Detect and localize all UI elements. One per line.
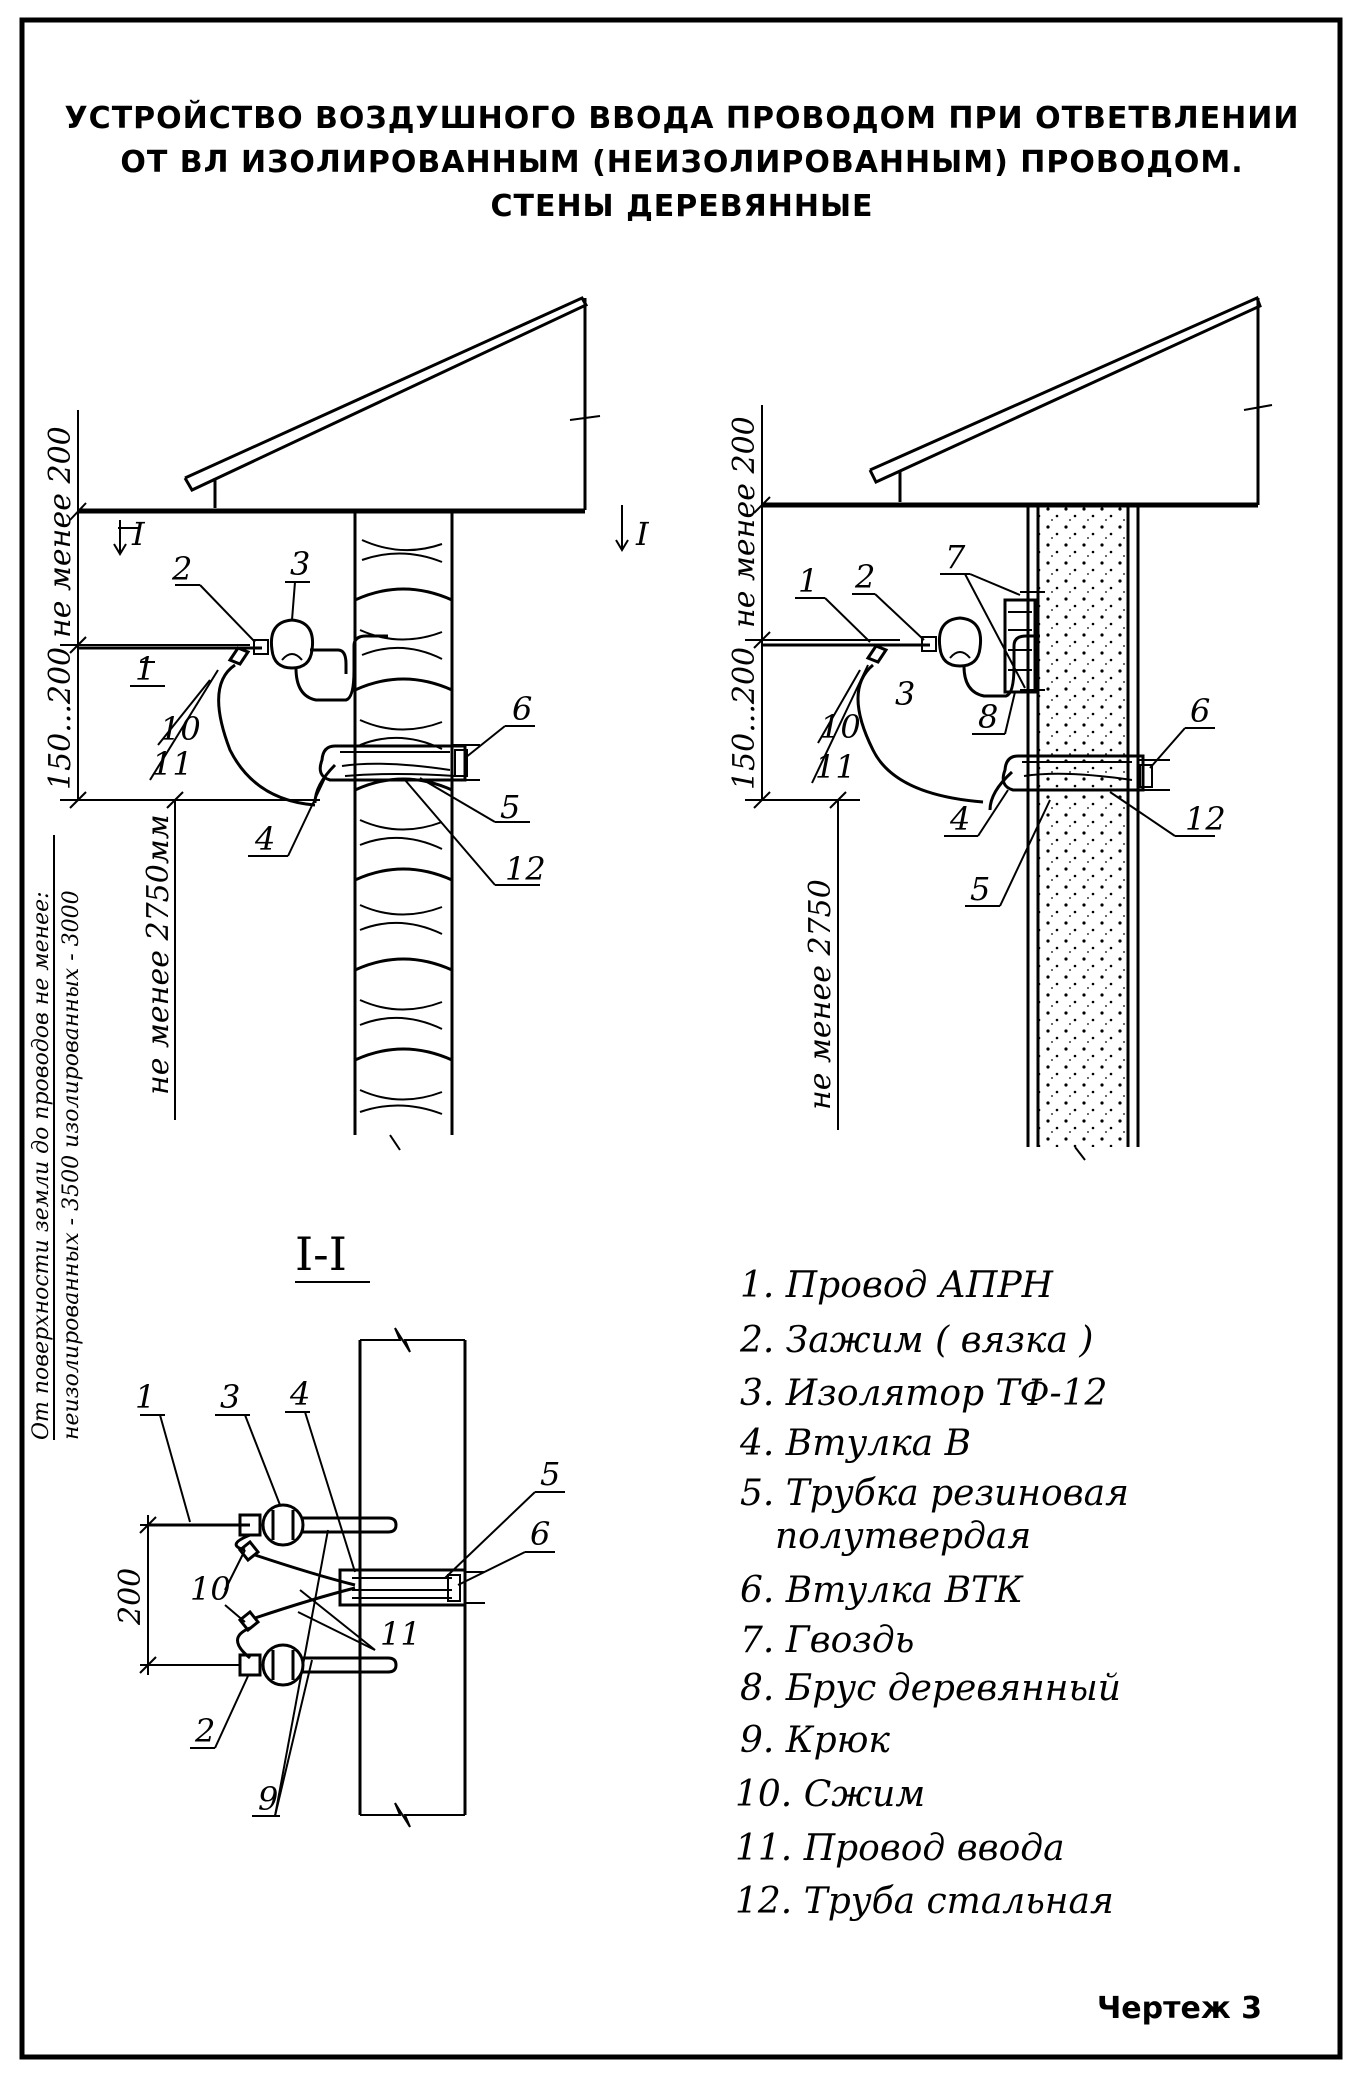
- left-callouts: 2 3 1 10 11 6 5 12 4: [130, 545, 546, 888]
- side-note: От поверхности земли до проводов не мене…: [29, 835, 84, 1440]
- section-label: I-I: [295, 1227, 347, 1281]
- right-callout-7: 7: [945, 538, 966, 576]
- section-dim-200: 200: [113, 1568, 148, 1626]
- title-line-1: УСТРОЙСТВО ВОЗДУШНОГО ВВОДА ПРОВОДОМ ПРИ…: [65, 100, 1300, 136]
- right-callout-4: 4: [949, 800, 970, 838]
- legend-item-5-cont: полутвердая: [775, 1516, 1031, 1557]
- left-dim-bottom: не менее 2750мм: [141, 814, 176, 1095]
- left-view: I I не менее 200 150...200 не менее 2750…: [43, 296, 650, 1151]
- right-insulated-wall: [1026, 507, 1140, 1161]
- left-section-mark: I I: [113, 505, 650, 556]
- side-note-line-1: От поверхности земли до проводов не мене…: [29, 891, 54, 1440]
- legend-item-1: 1. Провод АПРН: [740, 1265, 1054, 1306]
- left-entry-hardware: [78, 618, 480, 807]
- right-dim-bottom: не менее 2750: [803, 879, 838, 1110]
- right-dimensions: не менее 200 150...200 не менее 2750: [727, 405, 900, 1130]
- right-view: не менее 200 150...200 не менее 2750: [727, 295, 1273, 1161]
- right-dim-top: не менее 200: [727, 416, 762, 628]
- drawing-number: Чертеж 3: [1097, 1991, 1262, 2026]
- left-callout-3: 3: [290, 545, 310, 583]
- legend-item-11: 11. Провод ввода: [735, 1828, 1065, 1869]
- left-callout-6: 6: [512, 690, 532, 728]
- left-callout-11: 11: [152, 745, 193, 783]
- right-callout-12: 12: [1185, 800, 1226, 838]
- legend-item-8: 8. Брус деревянный: [740, 1668, 1121, 1709]
- legend: 1. Провод АПРН 2. Зажим ( вязка ) 3. Изо…: [735, 1265, 1129, 1922]
- side-note-line-2: неизолированных - 3500 изолированных - 3…: [59, 890, 84, 1440]
- legend-item-10: 10. Сжим: [735, 1774, 925, 1815]
- legend-item-7: 7. Гвоздь: [740, 1620, 914, 1661]
- left-roof: [78, 296, 601, 514]
- left-callout-4: 4: [254, 820, 275, 858]
- section-callout-11: 11: [380, 1615, 421, 1653]
- legend-item-9: 9. Крюк: [740, 1720, 890, 1761]
- left-dimensions: не менее 200 150...200 не менее 2750мм: [43, 410, 320, 1120]
- title-line-2: ОТ ВЛ ИЗОЛИРОВАННЫМ (НЕИЗОЛИРОВАННЫМ) ПР…: [120, 145, 1243, 180]
- section-view: I-I 200: [113, 1227, 565, 1828]
- legend-item-3: 3. Изолятор ТФ-12: [740, 1373, 1107, 1414]
- section-callout-4: 4: [289, 1375, 310, 1413]
- right-callouts: 1 2 7 3 8 10 11 6 12 4 5: [795, 538, 1226, 908]
- section-callout-9: 9: [258, 1780, 278, 1818]
- drawing-frame: [19, 17, 1343, 2060]
- left-dim-mid: 150...200: [43, 647, 78, 790]
- left-section-mark-label: I: [131, 515, 146, 553]
- right-callout-1: 1: [798, 562, 818, 600]
- left-callout-12: 12: [505, 850, 546, 888]
- section-callout-1: 1: [135, 1378, 155, 1416]
- left-callout-5: 5: [500, 788, 520, 826]
- section-callout-2: 2: [194, 1712, 215, 1750]
- left-callout-2: 2: [171, 550, 192, 588]
- right-callout-6: 6: [1190, 692, 1210, 730]
- title-line-3: СТЕНЫ ДЕРЕВЯННЫЕ: [490, 189, 873, 224]
- section-callout-10: 10: [190, 1570, 231, 1608]
- left-section-mark-label-2: I: [635, 515, 650, 553]
- right-roof: [762, 295, 1273, 508]
- left-log-wall: [353, 513, 454, 1151]
- right-callout-11: 11: [815, 748, 856, 786]
- right-callout-2: 2: [854, 558, 875, 596]
- section-callout-6: 6: [530, 1515, 550, 1553]
- right-entry-hardware: [762, 591, 1170, 811]
- section-callout-5: 5: [540, 1455, 560, 1493]
- section-callout-3: 3: [220, 1378, 240, 1416]
- legend-item-12: 12. Труба стальная: [735, 1881, 1114, 1922]
- right-callout-8: 8: [978, 698, 998, 736]
- legend-item-4: 4. Втулка В: [739, 1423, 971, 1464]
- left-callout-1: 1: [135, 650, 155, 688]
- right-callout-5: 5: [970, 870, 990, 908]
- legend-item-5: 5. Трубка резиновая: [740, 1473, 1129, 1514]
- legend-item-2: 2. Зажим ( вязка ): [739, 1320, 1093, 1361]
- right-callout-3: 3: [895, 675, 915, 713]
- left-dim-top: не менее 200: [43, 426, 78, 638]
- right-dim-mid: 150...200: [727, 647, 762, 790]
- legend-item-6: 6. Втулка ВТК: [740, 1570, 1024, 1611]
